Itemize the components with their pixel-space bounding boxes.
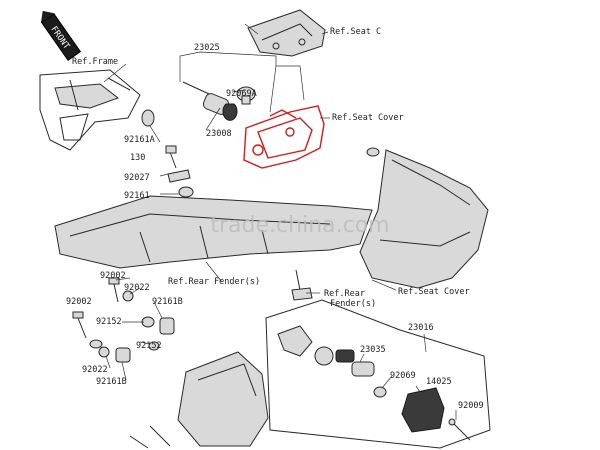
label-92152-right: 92152 bbox=[136, 341, 162, 351]
front-direction-icon: FRONT bbox=[40, 10, 82, 61]
bolt-part-92002-b bbox=[72, 311, 87, 339]
leader-lines bbox=[103, 23, 457, 420]
label-92022-bottom: 92022 bbox=[82, 365, 108, 375]
label-92152-left: 92152 bbox=[96, 317, 122, 327]
bulb-part-92069 bbox=[373, 386, 387, 398]
tail-light-assembly-23025 bbox=[243, 105, 325, 169]
frame-part bbox=[39, 69, 141, 151]
bolt-part-92161-top bbox=[178, 186, 194, 198]
label-ref-seat-cover-bottom: Ref.Seat Cover bbox=[398, 287, 470, 297]
label-92161: 92161 bbox=[124, 191, 150, 201]
washer-part-92152-c bbox=[148, 341, 160, 351]
grommet-part-92022-b bbox=[98, 346, 110, 358]
rear-fender-part bbox=[54, 195, 373, 269]
label-130: 130 bbox=[130, 153, 145, 163]
damper-part-92161b-a bbox=[159, 317, 175, 335]
lens-part-14025 bbox=[401, 387, 445, 433]
label-92022-top: 92022 bbox=[124, 283, 150, 293]
label-92002-top: 92002 bbox=[100, 271, 126, 281]
label-92069: 92069 bbox=[390, 371, 416, 381]
seat-cover-part bbox=[359, 147, 489, 289]
seat-c-bracket-part bbox=[247, 9, 326, 57]
bolt-part-92002-a bbox=[108, 277, 120, 303]
socket-part-23008 bbox=[182, 81, 238, 121]
part-labels: Ref.Seat C 23025 Ref.Frame 92069A Ref.Se… bbox=[66, 27, 484, 411]
license-bracket-part bbox=[129, 351, 269, 449]
label-23025: 23025 bbox=[194, 43, 220, 53]
bolt-part-92161a bbox=[141, 109, 155, 127]
screw-part-92009 bbox=[448, 418, 471, 441]
label-92027: 92027 bbox=[124, 173, 150, 183]
label-ref-seat-cover-top: Ref.Seat Cover bbox=[332, 113, 404, 123]
fender-clip-part bbox=[291, 269, 313, 301]
label-ref-frame: Ref.Frame bbox=[72, 57, 118, 67]
damper-part-92161b-b bbox=[115, 347, 131, 363]
label-14025: 14025 bbox=[426, 377, 452, 387]
watermark-text: trade.china.com bbox=[210, 213, 389, 238]
label-ref-rear-line1: Ref.Rear bbox=[324, 289, 365, 299]
label-92009: 92009 bbox=[458, 401, 484, 411]
grommet-part-92027 bbox=[167, 169, 191, 183]
license-light-part-23016 bbox=[265, 299, 491, 449]
washer-part-92152-b bbox=[89, 339, 103, 349]
label-92161b-bottom: 92161B bbox=[96, 377, 127, 387]
label-23016: 23016 bbox=[408, 323, 434, 333]
label-92002-left: 92002 bbox=[66, 297, 92, 307]
label-23035: 23035 bbox=[360, 345, 386, 355]
label-92161b-top: 92161B bbox=[152, 297, 183, 307]
label-ref-seat-c: Ref.Seat C bbox=[330, 27, 381, 37]
screw-part-130 bbox=[165, 145, 177, 169]
label-92161a: 92161A bbox=[124, 135, 155, 145]
label-23008: 23008 bbox=[206, 129, 232, 139]
label-ref-rear-fender-left: Ref.Rear Fender(s) bbox=[168, 277, 260, 287]
label-92069a: 92069A bbox=[226, 89, 257, 99]
label-fender-s: Fender(s) bbox=[330, 299, 376, 309]
socket-part-23035 bbox=[351, 361, 375, 377]
